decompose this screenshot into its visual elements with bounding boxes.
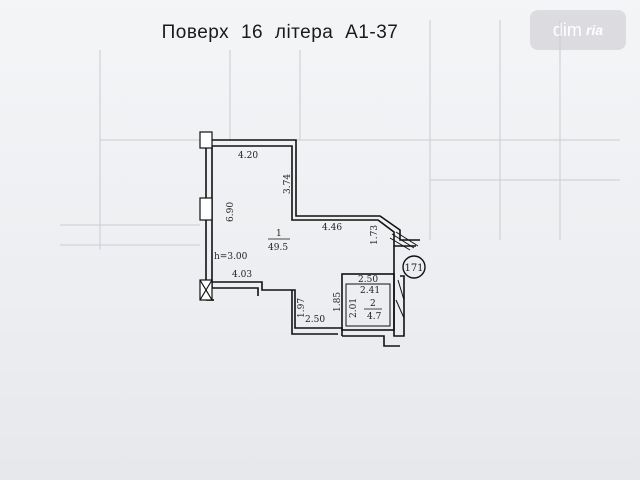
- room-2-area: 4.7: [367, 312, 382, 322]
- dim-left-height: 6.90: [226, 202, 236, 222]
- dim-top: 4.20: [238, 151, 258, 161]
- dim-bottom-left: 4.03: [232, 270, 252, 280]
- marker-label: 171: [404, 263, 423, 274]
- dim-inner-vertical: 3.74: [283, 174, 293, 194]
- dim-lower-vertical: 1.97: [297, 298, 307, 318]
- dim-bath-vertical-a: 1.85: [333, 292, 343, 312]
- background-form-lines: [60, 20, 620, 250]
- room-1-number: 1: [276, 229, 282, 239]
- room-1-area: 49.5: [268, 243, 288, 253]
- marker-circle: [402, 255, 426, 279]
- dim-bath-top-b: 2.41: [360, 286, 380, 296]
- room-2-number: 2: [370, 299, 376, 309]
- watermark-mark: ria: [585, 22, 604, 38]
- dim-right-small: 1.73: [370, 225, 380, 245]
- stair-hatch: [389, 231, 419, 319]
- page-title: Поверх 16 літера А1-37: [161, 22, 399, 43]
- dim-bottom: 2.50: [305, 315, 325, 325]
- dim-bath-top-a: 2.50: [358, 275, 378, 285]
- height-label: h=3.00: [214, 252, 248, 262]
- dim-middle: 4.46: [322, 223, 342, 233]
- dim-bath-vertical-b: 2.01: [349, 298, 359, 318]
- window-openings: [199, 131, 213, 301]
